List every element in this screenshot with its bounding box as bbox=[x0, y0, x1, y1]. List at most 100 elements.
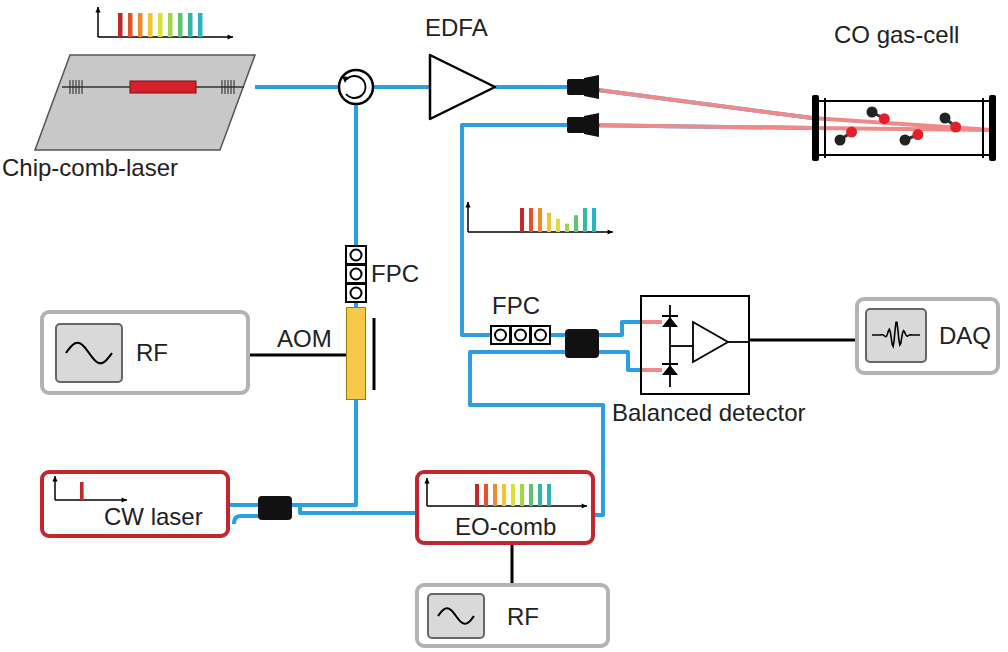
cell-window bbox=[982, 98, 984, 158]
spectrum-line bbox=[502, 484, 506, 506]
node-label: Chip-comb-laser bbox=[2, 155, 178, 181]
waveform bbox=[872, 322, 920, 346]
axis-arrow bbox=[228, 34, 233, 39]
detector-input bbox=[642, 368, 662, 372]
photodiode bbox=[662, 315, 678, 317]
axis-line bbox=[427, 505, 587, 507]
axis-arrow bbox=[95, 7, 100, 12]
carbon-atom bbox=[835, 135, 846, 146]
carbon-atom bbox=[867, 107, 878, 118]
axis-arrow bbox=[465, 202, 470, 207]
spectrum-line bbox=[583, 208, 587, 232]
circulator bbox=[339, 70, 373, 104]
collimator bbox=[584, 113, 599, 137]
icon-box bbox=[56, 324, 122, 382]
polarization-controller: FPC bbox=[345, 245, 367, 303]
fpc-paddle bbox=[351, 250, 362, 261]
optical-fiber bbox=[470, 352, 640, 515]
spectrum-line bbox=[148, 13, 153, 37]
cell-wall bbox=[816, 154, 992, 156]
spectrum-line bbox=[547, 213, 551, 232]
spectrum-line bbox=[178, 13, 183, 37]
spectrum-line bbox=[574, 215, 578, 232]
fpc-paddle bbox=[346, 246, 366, 264]
fiber-coupler bbox=[565, 329, 599, 358]
spectrum-line bbox=[538, 208, 542, 232]
spectrum-line bbox=[556, 219, 560, 232]
spectrum-line bbox=[475, 484, 479, 506]
collimator bbox=[567, 79, 585, 95]
rf-source-box: RF bbox=[40, 310, 250, 395]
spectrum-line bbox=[138, 13, 143, 37]
oxygen-atom bbox=[846, 127, 857, 138]
axis-arrow bbox=[52, 476, 57, 481]
fpc-paddle bbox=[531, 326, 550, 344]
photodiode bbox=[662, 365, 678, 375]
amplifier-triangle: EDFA bbox=[430, 55, 495, 119]
node-label: RF bbox=[507, 604, 539, 630]
cell-window bbox=[989, 95, 996, 161]
spectrum-line bbox=[118, 13, 123, 37]
optical-fiber bbox=[462, 125, 812, 335]
node-label: FPC bbox=[492, 293, 540, 319]
amplifier-triangle bbox=[430, 55, 495, 119]
circulator-arrow bbox=[346, 76, 365, 98]
grating bbox=[76, 80, 77, 94]
grating bbox=[222, 80, 223, 94]
optical-fiber bbox=[230, 400, 356, 505]
cell-window bbox=[824, 98, 826, 158]
carbon-atom bbox=[900, 135, 911, 146]
amplifier-symbol bbox=[693, 322, 728, 362]
collimator bbox=[567, 117, 585, 133]
grating bbox=[70, 80, 71, 94]
axis-arrow bbox=[582, 503, 587, 508]
grating bbox=[82, 80, 83, 94]
signal-line bbox=[728, 341, 748, 343]
fpc-paddle bbox=[351, 288, 362, 299]
spectrum-line bbox=[168, 13, 173, 37]
spectrum-line bbox=[80, 482, 84, 500]
axis-line bbox=[55, 499, 127, 501]
polarization-controller: FPC bbox=[490, 325, 550, 345]
fpc-paddle bbox=[535, 330, 546, 341]
spectrum-line bbox=[547, 484, 551, 506]
grating bbox=[231, 80, 232, 94]
eo-comb-box: EO-comb bbox=[415, 470, 595, 545]
spectrum-line bbox=[529, 208, 533, 232]
node-label: DAQ bbox=[939, 323, 991, 349]
oxygen-atom bbox=[950, 122, 961, 133]
axis-arrow bbox=[424, 478, 429, 483]
cell-window bbox=[812, 95, 819, 161]
sine-wave bbox=[66, 343, 112, 364]
grating bbox=[79, 80, 80, 94]
node-label: CW laser bbox=[104, 504, 203, 530]
node-label: EDFA bbox=[425, 15, 488, 41]
laser-beam bbox=[600, 90, 992, 130]
spectrum-line bbox=[592, 208, 596, 232]
rf-cable bbox=[750, 339, 855, 342]
collimator bbox=[584, 75, 599, 99]
spectrum-line bbox=[493, 484, 497, 506]
oxygen-atom bbox=[879, 113, 890, 124]
rf-cable bbox=[250, 354, 346, 357]
grating bbox=[225, 80, 226, 94]
fpc-paddle bbox=[511, 326, 530, 344]
spectrum-line bbox=[565, 224, 569, 232]
spectrum-line bbox=[529, 484, 533, 506]
node-label: EO-comb bbox=[455, 514, 556, 540]
chip-laser: Chip-comb-laser bbox=[35, 55, 255, 150]
grating bbox=[234, 80, 235, 94]
node-label: RF bbox=[136, 340, 168, 366]
fiber-coupler bbox=[258, 496, 292, 520]
fpc-paddle bbox=[491, 326, 510, 344]
optical-fiber bbox=[230, 505, 415, 513]
carbon-atom bbox=[940, 113, 951, 124]
axis-arrow bbox=[122, 497, 127, 502]
spectrum-line bbox=[188, 13, 193, 37]
node-label: CO gas-cell bbox=[834, 22, 959, 48]
chip-body bbox=[35, 55, 255, 150]
spectrum-line bbox=[538, 484, 542, 506]
node-label: Balanced detector bbox=[612, 400, 805, 426]
